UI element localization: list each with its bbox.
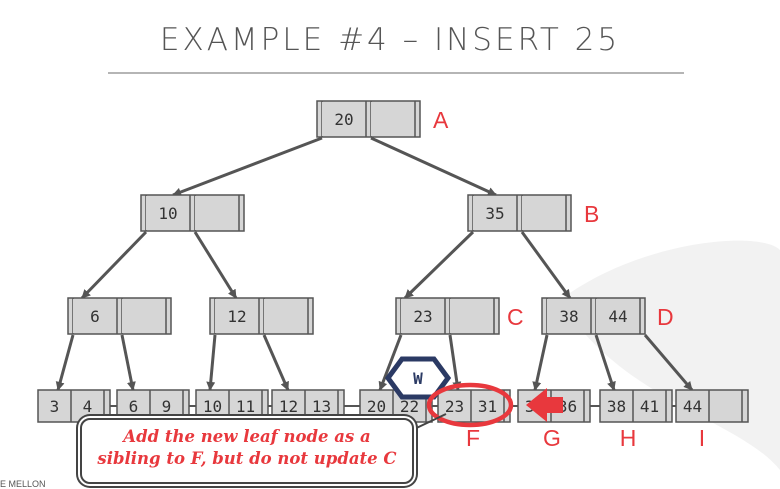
edge-12-left — [206, 334, 217, 391]
leaf-label-i: I — [699, 425, 705, 451]
leaf-key-6-2: 31 — [478, 397, 497, 416]
edge-6-right — [120, 334, 136, 391]
inner-node-a: 20 — [316, 100, 421, 138]
edge-10-to-12 — [193, 231, 238, 299]
leaf-key-3-2: 11 — [236, 397, 255, 416]
leaf-key-3-1: 10 — [203, 397, 222, 416]
highlight-ellipse — [426, 382, 514, 428]
key-cell — [596, 299, 640, 333]
footer-watermark: E MELLON — [0, 479, 46, 489]
leaf-node-3: 10 11 — [195, 389, 269, 423]
node-label-c: C — [507, 304, 524, 330]
leaf-key-5-2: 22 — [400, 397, 419, 416]
title-divider — [108, 72, 684, 74]
edge-c-right — [448, 334, 462, 391]
leaf-label-h: H — [620, 425, 637, 451]
leaf-key-2-2: 9 — [162, 397, 172, 416]
tree-edges — [55, 136, 694, 391]
inner-node-c: 23 — [395, 297, 500, 335]
node-key-d-1: 38 — [559, 307, 578, 326]
node-key-n6-1: 6 — [90, 307, 100, 326]
node-label-b: B — [584, 201, 599, 227]
callout-leader — [407, 413, 447, 433]
inner-node-n12: 12 — [209, 297, 314, 335]
leaf-label-g: G — [543, 425, 561, 451]
leaf-key-6-1: 23 — [445, 397, 464, 416]
node-key-n10-1: 10 — [158, 204, 177, 223]
leaf-key-4-1: 12 — [279, 397, 298, 416]
leaf-key-4-2: 13 — [312, 397, 331, 416]
key-cell — [401, 299, 445, 333]
leaf-key-9-1: 44 — [683, 397, 702, 416]
key-cell — [450, 299, 494, 333]
node-label-a: A — [433, 107, 449, 133]
node-label-d: D — [657, 304, 674, 330]
leaf-frame — [37, 389, 111, 423]
key-cell — [146, 196, 190, 230]
callout-text: Add the new leaf node as a sibling to F,… — [82, 426, 412, 470]
leaf-node-6: 23 31 — [437, 389, 511, 423]
key-cell — [322, 102, 366, 136]
writer-hexagon-icon — [384, 356, 452, 400]
leaf-frame — [599, 389, 673, 423]
key-cell — [264, 299, 308, 333]
edge-c-left — [378, 334, 403, 391]
writer-marker-text: W — [413, 369, 423, 388]
callout-line-1: Add the new leaf node as a — [123, 427, 371, 446]
key-cell — [195, 196, 239, 230]
edge-d-left — [532, 334, 549, 391]
edge-10-to-6 — [80, 230, 148, 300]
node-key-d-2: 44 — [608, 307, 627, 326]
edge-d-mid — [594, 334, 616, 391]
edge-b-to-c — [403, 230, 475, 300]
background-swoosh — [560, 240, 780, 470]
edge-12-right — [262, 334, 290, 391]
edge-a-to-10 — [172, 136, 323, 197]
inner-node-n6: 6 — [67, 297, 172, 335]
slide-title: EXAMPLE #4 – INSERT 25 — [159, 22, 621, 58]
callout-line-2: sibling to F, but do not update C — [97, 449, 397, 468]
key-cell — [215, 299, 259, 333]
red-pointer-arrow-icon — [526, 388, 563, 422]
key-cell — [73, 299, 117, 333]
leaf-key-2-1: 6 — [129, 397, 139, 416]
callout-box: Add the new leaf node as a sibling to F,… — [80, 418, 414, 484]
node-labels: A B C D F G H I — [433, 107, 705, 451]
annotation-overlay: W — [384, 356, 563, 433]
leaf-key-8-1: 38 — [607, 397, 626, 416]
leaf-frame — [195, 389, 269, 423]
leaf-key-1-1: 3 — [50, 397, 60, 416]
leaf-node-9: 44 — [675, 389, 749, 423]
inner-node-d: 38 44 — [541, 297, 646, 335]
node-key-b-1: 35 — [485, 204, 504, 223]
node-key-a-1: 20 — [334, 110, 353, 129]
leaf-node-4: 12 13 — [271, 389, 345, 423]
leaf-key-1-2: 4 — [83, 397, 93, 416]
key-cell — [547, 299, 591, 333]
leaf-frame — [675, 389, 749, 423]
edge-d-right — [643, 334, 694, 391]
key-cell — [371, 102, 415, 136]
node-key-n12-1: 12 — [227, 307, 246, 326]
leaf-key-8-2: 41 — [640, 397, 659, 416]
leaf-label-f: F — [466, 425, 480, 451]
edge-b-to-d — [520, 231, 572, 299]
node-key-c-1: 23 — [413, 307, 432, 326]
inner-node-b: 35 — [467, 194, 572, 232]
leaf-node-8: 38 41 — [599, 389, 673, 423]
key-cell — [522, 196, 566, 230]
key-cell — [122, 299, 166, 333]
inner-node-n10: 10 — [140, 194, 245, 232]
key-cell — [473, 196, 517, 230]
edge-6-left — [55, 334, 75, 391]
edge-a-to-b — [370, 136, 497, 197]
leaf-key-5-1: 20 — [367, 397, 386, 416]
